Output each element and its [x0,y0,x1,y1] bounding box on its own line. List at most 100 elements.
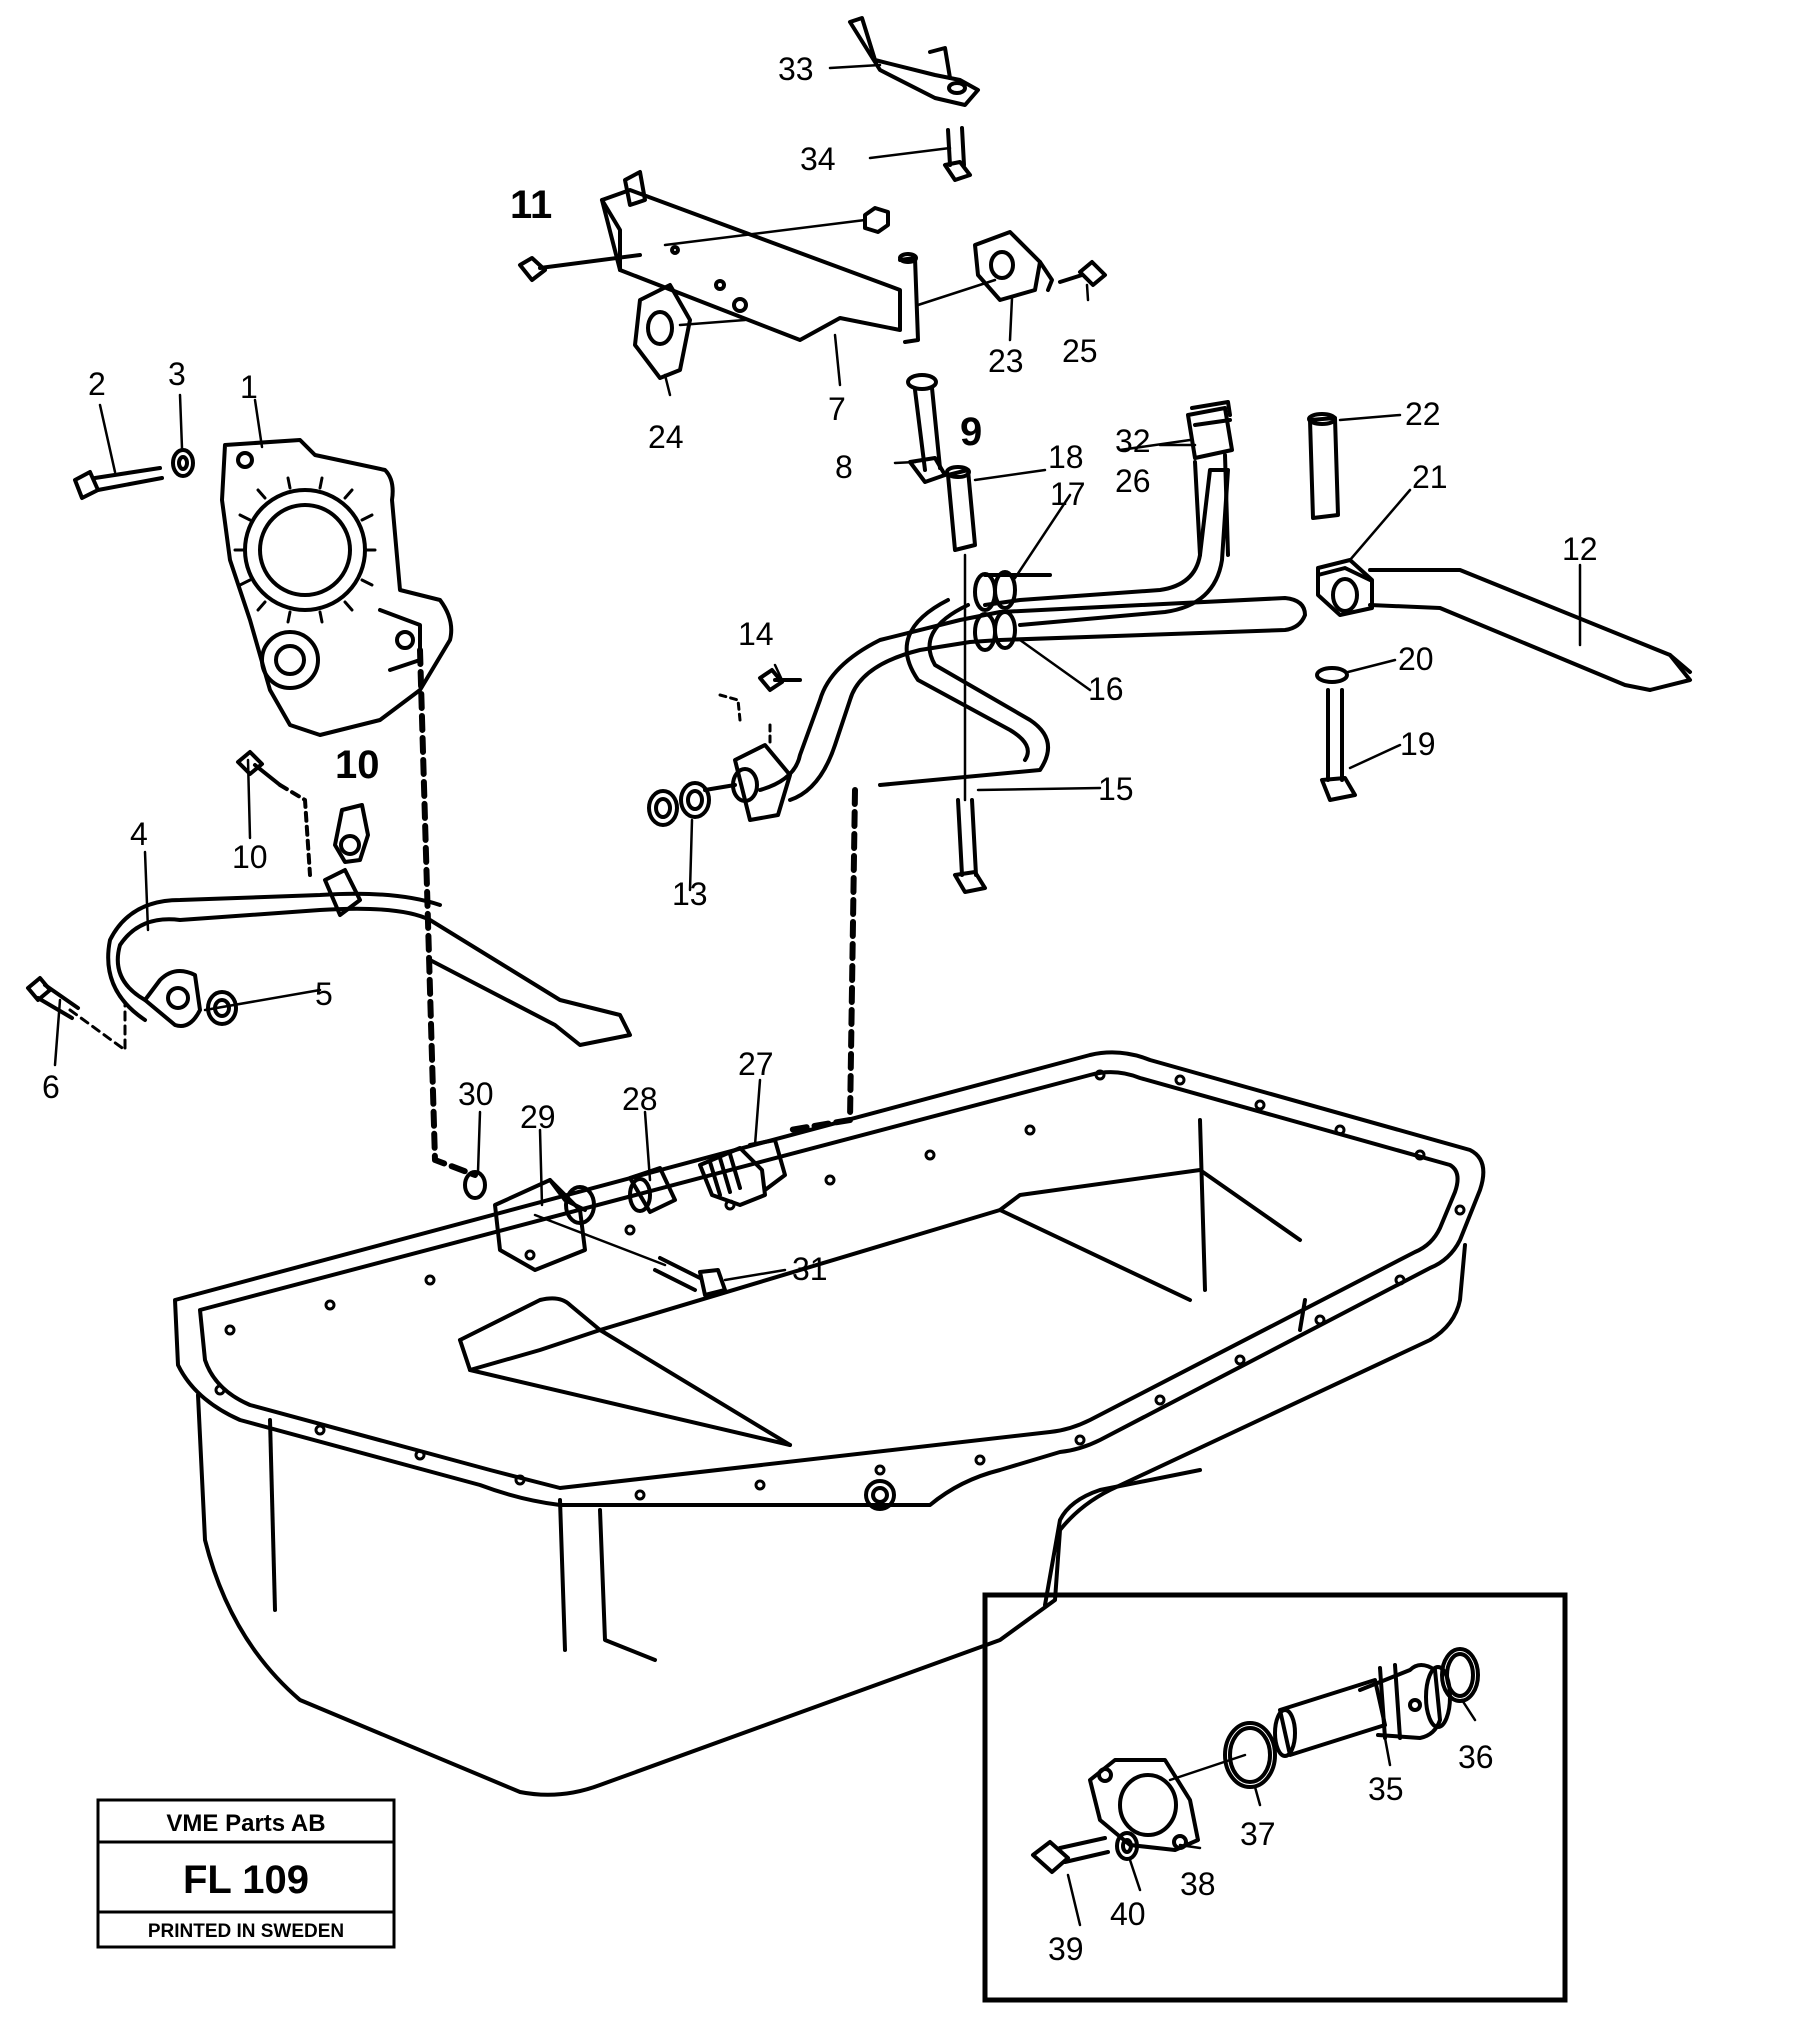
pipe-15 [878,598,1050,787]
bolt-15 [953,798,987,894]
leader-24 [678,318,747,327]
callout-40: 40 [1110,1896,1146,1932]
bracket-21 [1316,558,1374,617]
callout-23: 23 [988,343,1024,379]
bolt-39 [1031,1836,1110,1874]
washer-9 [906,373,938,391]
oring-37 [1223,1721,1277,1789]
callout-34: 34 [800,141,836,177]
callout-29: 29 [520,1099,556,1135]
washers-13 [647,781,711,827]
washer-20 [1315,666,1349,684]
leader-23 [916,278,997,307]
title-footer: PRINTED IN SWEDEN [148,1921,344,1942]
callout-2: 2 [88,366,106,402]
leader-lines [53,63,1582,1927]
fitting-32 [1186,400,1234,460]
washer-40 [1115,1831,1139,1861]
callout-21: 21 [1412,459,1448,495]
callout-27: 27 [738,1046,774,1082]
title-code: FL 109 [183,1858,309,1902]
callout-8: 8 [835,449,853,485]
callout-36: 36 [1458,1739,1494,1775]
callout-39: 39 [1048,1931,1084,1967]
bolt-8 [908,386,947,484]
callout-17: 17 [1050,476,1086,512]
callout-30: 30 [458,1076,494,1112]
valve-35 [1273,1663,1452,1758]
callout-14: 14 [738,616,774,652]
callout-11: 11 [510,183,552,227]
pipe-12 [1368,568,1692,692]
banjo-29 [493,1178,596,1272]
callout-6: 6 [42,1069,60,1105]
bracket-33 [848,16,980,107]
callout-19: 19 [1400,726,1436,762]
bolt-25 [1058,260,1107,287]
connection-dashed-pan [787,787,858,1133]
callout-33: 33 [778,51,814,87]
bolt-6 [26,976,80,1020]
callout-5: 5 [315,976,333,1012]
sleeve-17 [973,570,1017,612]
connection-dashed-pump [417,647,478,1178]
pressure-pipe-16 [758,596,1307,802]
bracket-10-on-pipe [323,868,362,917]
spacer-18 [945,465,977,552]
pipe-fitting-13 [703,743,792,822]
callout-4: 4 [130,816,148,852]
bolt-2 [73,466,164,500]
bolt-31 [653,1256,727,1297]
callout-25: 25 [1062,333,1098,369]
gasket-23 [973,230,1054,302]
oil-pump [220,438,454,737]
callout-10-clip: 10 [335,743,380,787]
callout-18: 18 [1048,439,1084,475]
callout-12: 12 [1562,531,1598,567]
callout-labels: 1 2 3 4 5 6 7 8 9 10 10 11 12 13 14 15 1… [42,51,1598,1967]
callout-9: 9 [960,410,982,454]
oring-36 [1440,1647,1480,1703]
callout-24: 24 [648,419,684,455]
bolt-11 [518,253,642,282]
leader-31 [533,1213,667,1267]
washer-3 [171,448,195,478]
fitting-27 [698,1138,787,1207]
pipe-26 [1193,453,1230,557]
bolt-10 [236,750,282,787]
callout-13: 13 [672,876,708,912]
callout-35: 35 [1368,1771,1404,1807]
suction-pipe-4 [106,891,632,1047]
pump-gear-teeth [233,476,377,624]
callout-7: 7 [828,391,846,427]
callout-38: 38 [1180,1866,1216,1902]
leader-nut [663,218,867,247]
callout-20: 20 [1398,641,1434,677]
callout-1: 1 [240,369,258,405]
flange-38 [1088,1758,1200,1852]
sleeve-16 [973,610,1017,652]
callout-3: 3 [168,356,186,392]
connection-dashed-6 [68,1003,127,1052]
detail-inset [982,1592,1568,2003]
title-company: VME Parts AB [166,1810,325,1837]
callout-26: 26 [1115,463,1151,499]
bolt-19 [1320,688,1357,802]
clip-10 [333,803,370,864]
oil-pan [173,1050,1486,1797]
nut-bracket [863,206,890,234]
spacer-22 [1307,412,1340,520]
connection-dashed-10 [278,783,312,877]
callout-31: 31 [792,1251,828,1287]
gasket-24 [633,283,692,380]
title-block: VME Parts AB FL 109 PRINTED IN SWEDEN [96,1798,396,1949]
callout-16: 16 [1088,671,1124,707]
callout-22: 22 [1405,396,1441,432]
connection-dashed-14 [718,693,772,747]
callout-10-bolt: 10 [232,839,268,875]
callout-32: 32 [1115,423,1151,459]
callout-15: 15 [1098,771,1134,807]
bolt-14 [758,668,802,692]
ring-30 [463,1170,487,1200]
